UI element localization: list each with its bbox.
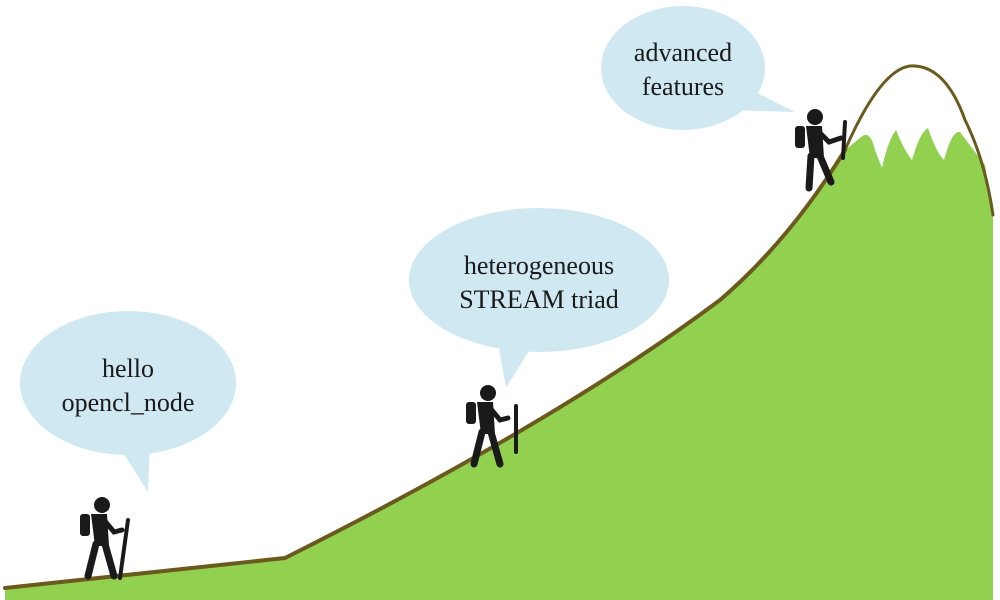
milestone-line: hello (102, 354, 154, 383)
mountain-slope-outline (3, 148, 847, 590)
milestone-line: advanced (633, 38, 733, 67)
hiker-icon (466, 385, 518, 468)
snow-peak-outline (843, 64, 995, 217)
speech-bubble-advanced-features (601, 6, 795, 130)
milestone-line: heterogeneous (463, 251, 615, 280)
hiker-icon (80, 497, 130, 580)
milestone-label-heterogeneous-stream-triad: heterogeneous STREAM triad (424, 249, 654, 317)
milestone-line: STREAM triad (459, 285, 619, 314)
speech-bubble-hello-opencl-node (20, 311, 236, 492)
milestone-line: features (641, 72, 725, 101)
speech-bubble-shape (20, 311, 236, 455)
speech-bubble-heterogeneous-stream-triad (409, 208, 669, 388)
milestone-label-hello-opencl-node: hello opencl_node (28, 352, 228, 420)
hiker-icon (795, 109, 847, 192)
milestone-label-advanced-features: advanced features (603, 36, 763, 104)
speech-bubble-shape (601, 6, 765, 130)
mountain-ground (5, 128, 993, 600)
speech-bubble-shape (409, 208, 669, 352)
milestone-line: opencl_node (61, 388, 195, 417)
